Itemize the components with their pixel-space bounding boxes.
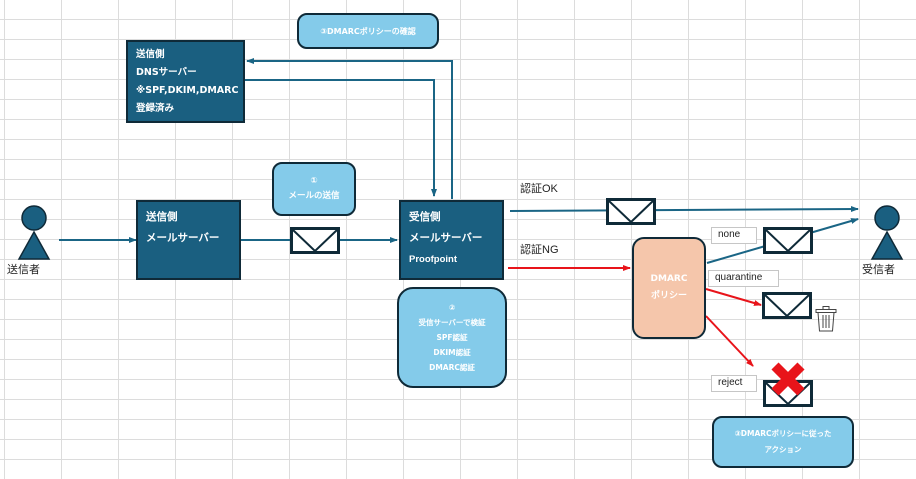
action-line-1: ③DMARCポリシーに従った: [734, 429, 832, 438]
receiver-server-line-1: 受信側: [409, 211, 441, 223]
verify-line-1: 受信サーバーで検証: [418, 318, 486, 327]
arrow-policy-quarantine: [705, 288, 762, 306]
verify-step-number: ②: [448, 303, 456, 312]
sender-server-line-1: 送信側: [146, 211, 178, 223]
policy-quarantine-label: quarantine: [708, 270, 779, 287]
auth-ok-label: 認証OK: [520, 183, 558, 195]
arrow-dns-response: [244, 79, 437, 197]
sender-label: 送信者: [7, 264, 40, 276]
action-line-2: アクション: [764, 445, 802, 454]
verify-line-3: DKIM認証: [433, 348, 471, 357]
receiver-mail-server[interactable]: 受信側 メールサーバー Proofpoint: [399, 200, 504, 280]
note-text: ③DMARCポリシーの確認: [320, 26, 416, 36]
dns-line-1: 送信側: [136, 49, 165, 60]
arrow-query-dns: [246, 58, 453, 199]
receiver-server-line-3: Proofpoint: [409, 254, 458, 265]
arrow-policy-reject: [705, 315, 754, 367]
receiver-label: 受信者: [862, 264, 895, 276]
policy-line-2: ポリシー: [650, 291, 687, 301]
mail-send-note: ① メールの送信: [272, 162, 356, 216]
red-x-icon: [771, 362, 805, 396]
send-step-text: メールの送信: [288, 191, 340, 201]
sender-mail-server[interactable]: 送信側 メールサーバー: [136, 200, 241, 280]
dns-line-3: ※SPF,DKIM,DMARC: [136, 85, 239, 96]
policy-none-label: none: [711, 227, 757, 244]
dmarc-policy-check-note: ③DMARCポリシーの確認: [297, 13, 439, 49]
envelope-icon: [763, 227, 813, 254]
receiver-server-line-2: メールサーバー: [409, 232, 483, 244]
envelope-icon: [290, 227, 340, 254]
verify-line-4: DMARC認証: [429, 363, 475, 372]
policy-line-1: DMARC: [650, 274, 688, 284]
verify-line-2: SPF認証: [436, 333, 468, 342]
trash-icon: [815, 306, 837, 332]
sender-person-icon[interactable]: [14, 204, 54, 260]
policy-reject-label: reject: [711, 375, 757, 392]
envelope-icon: [606, 198, 656, 225]
dns-line-4: 登録済み: [136, 103, 175, 114]
receiver-person-icon[interactable]: [867, 204, 907, 260]
sender-server-line-2: メールサーバー: [146, 232, 220, 244]
dns-line-2: DNSサーバー: [136, 67, 197, 78]
verification-note: ② 受信サーバーで検証 SPF認証 DKIM認証 DMARC認証: [397, 287, 507, 388]
envelope-icon: [762, 292, 812, 319]
dmarc-action-note: ③DMARCポリシーに従った アクション: [712, 416, 854, 468]
arrow-auth-ok: [509, 206, 859, 213]
send-step-number: ①: [310, 176, 318, 186]
dmarc-policy-box[interactable]: DMARC ポリシー: [632, 237, 706, 339]
sender-dns-server[interactable]: 送信側 DNSサーバー ※SPF,DKIM,DMARC 登録済み: [126, 40, 245, 123]
auth-ng-label: 認証NG: [520, 244, 559, 256]
